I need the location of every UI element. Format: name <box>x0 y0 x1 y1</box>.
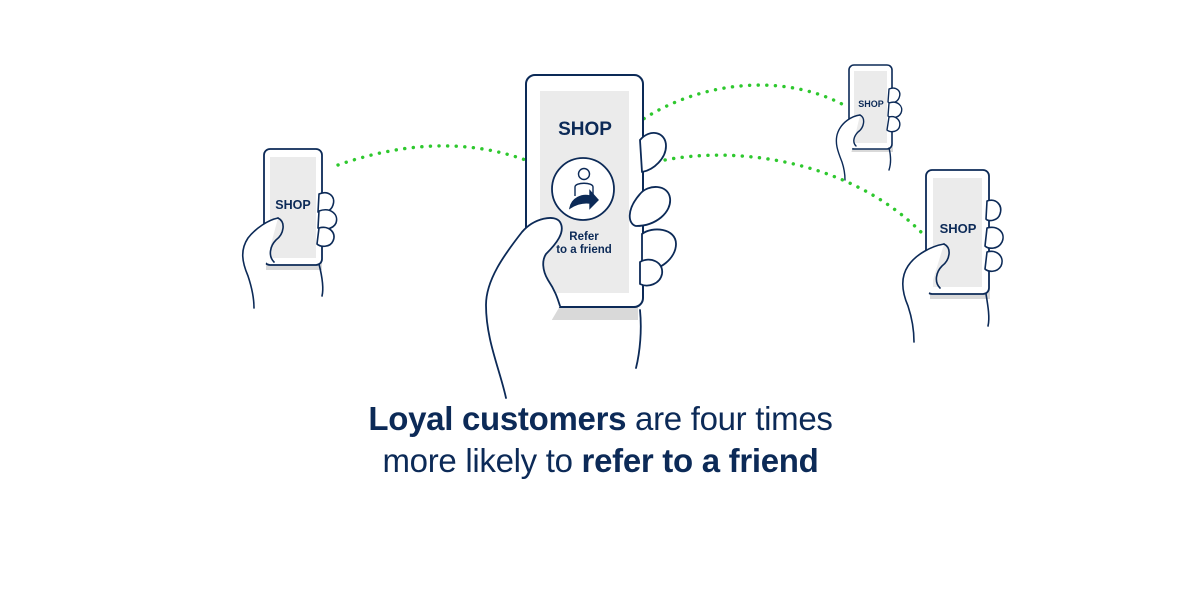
refer-label-line1: Refer <box>569 231 599 243</box>
caption-refer-to-a-friend: refer to a friend <box>581 442 819 479</box>
refer-button-circle[interactable] <box>551 157 615 221</box>
caption-more-likely: more likely to <box>382 442 582 479</box>
phone-center: SHOP Refer to a friend <box>485 74 677 399</box>
phone-shadow <box>266 262 322 270</box>
phone-left-shop-label: SHOP <box>275 198 310 212</box>
caption-four-times: are four times <box>626 400 833 437</box>
caption: Loyal customers are four times more like… <box>0 398 1201 482</box>
phone-screen <box>270 157 316 258</box>
caption-loyal-customers: Loyal customers <box>368 400 627 437</box>
dotted-path-top-right <box>604 83 844 155</box>
caption-line-2: more likely to refer to a friend <box>0 440 1201 482</box>
refer-label-line2: to a friend <box>556 244 612 256</box>
phone-right: SHOP <box>901 169 1004 343</box>
hand-center <box>485 132 677 399</box>
person-share-icon <box>568 167 599 210</box>
hand-top-right <box>835 87 903 181</box>
phone-center-shop-label: SHOP <box>558 119 612 140</box>
phone-right-shop-label: SHOP <box>940 221 977 236</box>
caption-line-1: Loyal customers are four times <box>0 398 1201 440</box>
hand-right <box>901 199 1004 343</box>
dotted-path-left <box>336 144 547 170</box>
phone-left: SHOP <box>241 148 338 309</box>
phone-screen <box>933 178 982 287</box>
phone-top-right-shop-label: SHOP <box>858 99 884 109</box>
phone-top-right: SHOP <box>835 64 903 181</box>
hand-left <box>241 191 338 309</box>
